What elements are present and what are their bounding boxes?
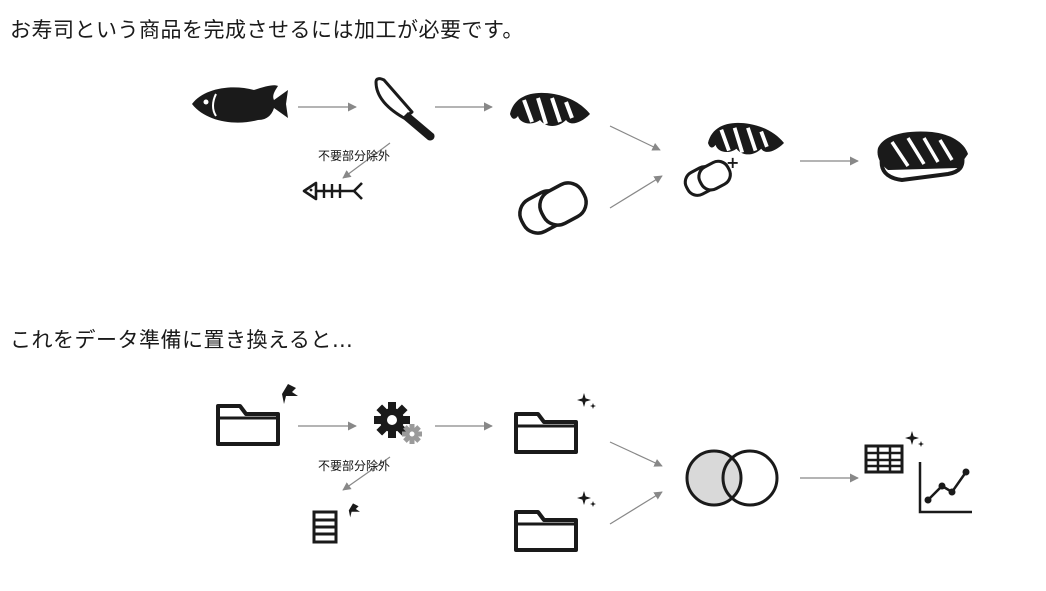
heading-sushi: お寿司という商品を完成させるには加工が必要です。	[10, 18, 524, 42]
arrow-remove-data	[342, 456, 391, 491]
knife-icon	[374, 77, 435, 141]
messy-mark-icon	[282, 384, 298, 404]
arrow-remove-parts	[342, 142, 391, 179]
nigiri-sushi-icon	[877, 131, 968, 183]
svg-text:+: +	[726, 153, 739, 172]
fish-icon	[192, 85, 288, 123]
fillet-plus-rice-icon: +	[683, 120, 786, 197]
discarded-data-icon	[312, 503, 360, 544]
fish-bone-icon	[302, 181, 363, 201]
arrow-rice-to-combine	[609, 175, 663, 209]
arrow-clean-to-join	[609, 441, 663, 467]
arrow-fillet-to-combine	[609, 125, 661, 151]
line-chart-icon	[918, 462, 972, 514]
fish-fillet-icon	[508, 90, 592, 128]
raw-data-folder-icon	[216, 404, 280, 446]
arrow-second-clean-to-join	[609, 491, 663, 525]
venn-join-icon	[685, 449, 779, 507]
heading-data-prep: これをデータ準備に置き換えると…	[10, 328, 354, 352]
clean-folder-icon	[514, 393, 596, 454]
remove-data-label: 不要部分除外	[318, 458, 390, 473]
remove-parts-label: 不要部分除外	[318, 148, 390, 163]
second-clean-folder-icon	[514, 491, 596, 552]
rice-icon	[518, 181, 588, 235]
gear-process-icon	[374, 402, 422, 444]
table-icon	[864, 431, 924, 474]
